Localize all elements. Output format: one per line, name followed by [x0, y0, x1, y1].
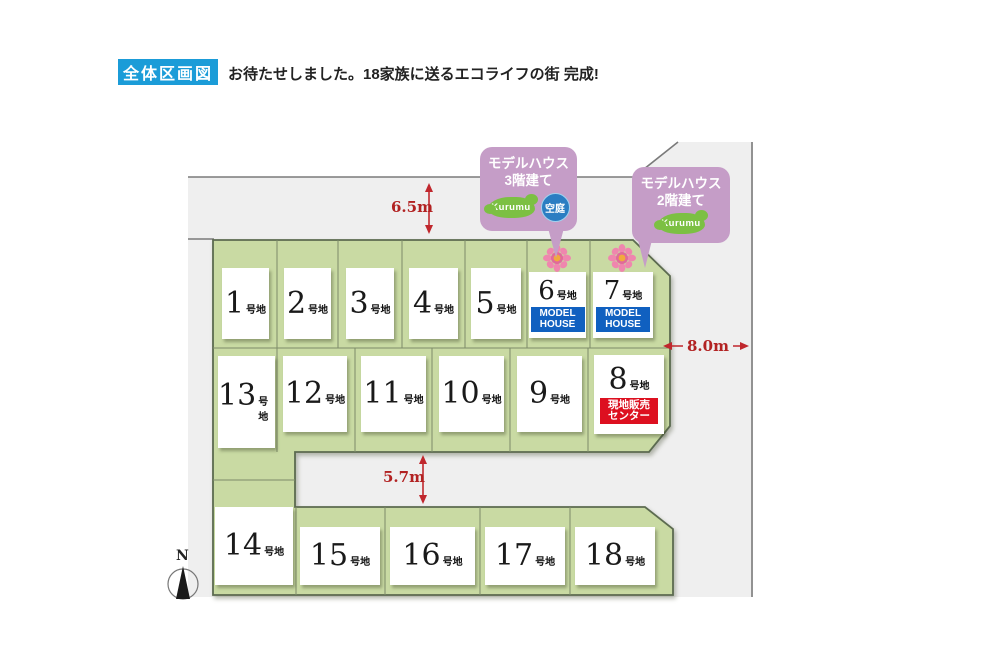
lot-suffix: 号地	[434, 304, 455, 316]
compass-north-label: N	[176, 548, 189, 564]
lot-suffix: 号地	[496, 304, 517, 316]
lot-suffix: 号地	[629, 381, 650, 392]
lot-number: 18	[584, 538, 624, 573]
compass-icon	[167, 566, 199, 600]
callout-line2: 2階建て	[656, 192, 705, 208]
lot-number: 14	[223, 528, 263, 563]
lot-number: 16	[402, 538, 441, 573]
lot-number: 12	[284, 376, 324, 411]
parcel-dividers	[213, 240, 670, 595]
callout-line1: モデルハウス	[488, 155, 569, 171]
lot-suffix: 号地	[350, 557, 371, 568]
lot-number: 8	[608, 362, 628, 397]
lot-suffix: 号地	[622, 291, 643, 302]
lot-suffix: 号地	[264, 547, 285, 558]
measure-label-top-road: 6.5m	[391, 198, 433, 216]
callout-model-house-2f: モデルハウス 2階建て Kurumu	[632, 167, 730, 243]
soraniwa-logo: 空庭	[540, 193, 570, 223]
lot-number: 3	[349, 285, 369, 321]
lot-suffix: 号地	[308, 304, 329, 316]
lot-suffix: 号地	[403, 395, 424, 406]
lot-number: 9	[528, 376, 549, 411]
sales-center-badge: 現地販売センター	[600, 398, 658, 424]
callout-tail	[548, 228, 564, 258]
lot-suffix: 号地	[258, 397, 269, 423]
lot-suffix: 号地	[625, 557, 646, 568]
flower-icon	[608, 244, 636, 272]
lot-number: 5	[475, 285, 495, 321]
callout-line2: 3階建て	[504, 172, 553, 188]
measure-arrow-6-5m	[425, 183, 433, 234]
lot-number: 17	[494, 538, 534, 573]
measure-label-middle-road: 5.7m	[383, 468, 425, 486]
kurumu-logo: Kurumu	[653, 210, 708, 235]
lot-suffix: 号地	[370, 304, 391, 316]
lot-suffix: 号地	[535, 557, 556, 568]
lot-number: 1	[224, 285, 245, 321]
lot-number: 6	[538, 276, 555, 306]
lot-number: 2	[286, 285, 307, 321]
lot-number: 11	[363, 376, 402, 411]
kurumu-logo: Kurumu	[483, 194, 538, 219]
lot-suffix: 号地	[556, 291, 577, 302]
lot-suffix: 号地	[442, 557, 463, 568]
callout-tail	[637, 236, 653, 268]
lot-suffix: 号地	[246, 304, 267, 316]
lot-number: 4	[412, 285, 433, 321]
lot-suffix: 号地	[481, 395, 502, 406]
lot-suffix: 号地	[550, 395, 571, 406]
lot-number: 13	[218, 378, 257, 413]
page-title-badge: 全体区画図	[118, 59, 218, 85]
lot-number: 7	[603, 276, 621, 306]
callout-model-house-3f: モデルハウス 3階建て Kurumu 空庭	[480, 147, 577, 231]
page-tagline: お待たせしました。18家族に送るエコライフの街 完成!	[228, 66, 599, 83]
lot-number: 15	[309, 538, 349, 573]
callout-line1: モデルハウス	[640, 175, 722, 191]
measure-label-right-road: 8.0m	[683, 337, 733, 355]
measure-arrow-5-7m	[419, 455, 427, 504]
lot-number: 10	[441, 376, 480, 411]
lot-suffix: 号地	[325, 395, 346, 406]
